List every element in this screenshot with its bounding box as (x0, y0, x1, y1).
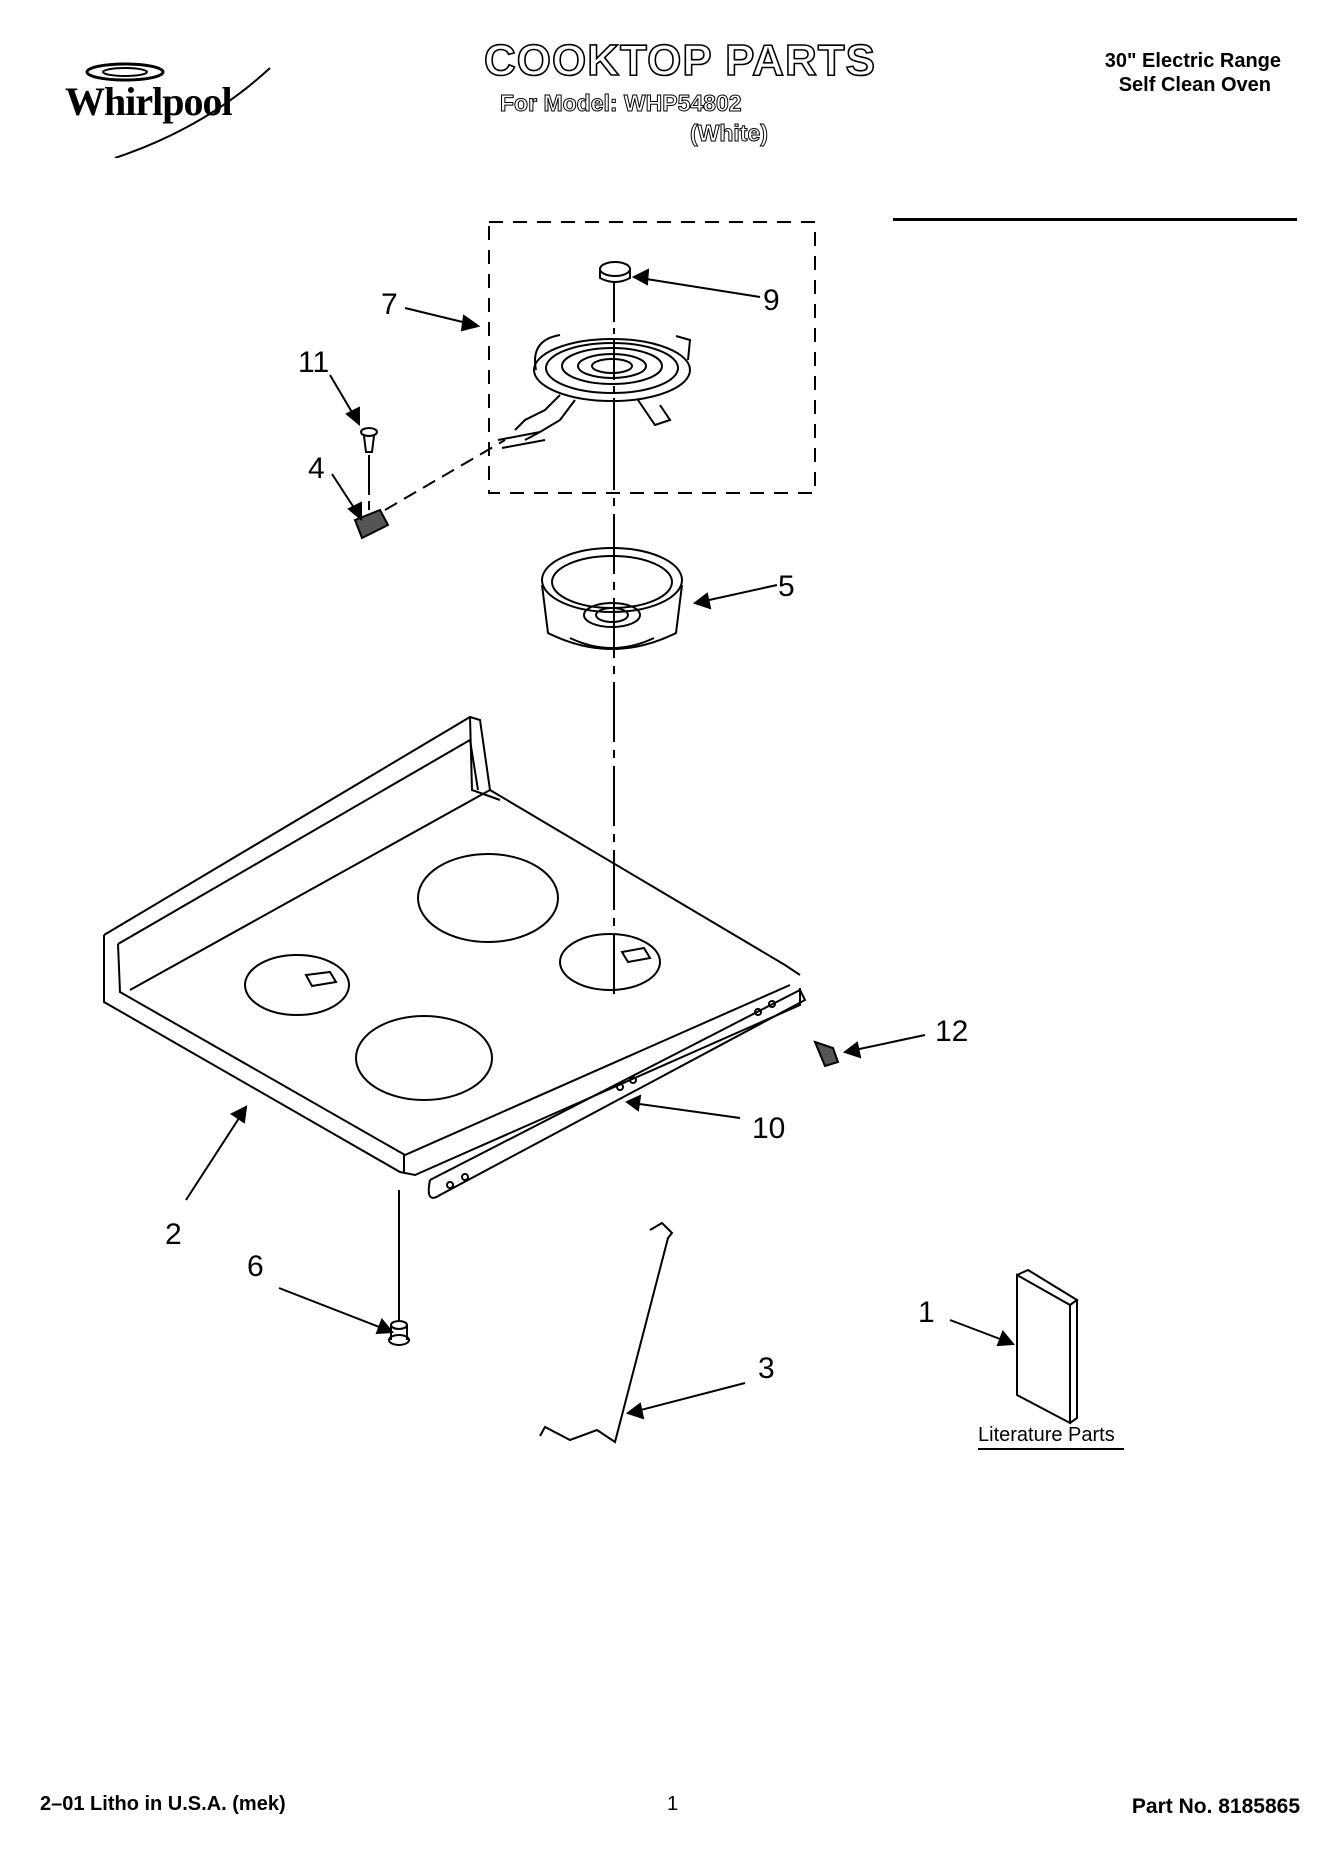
callout-3: 3 (758, 1352, 775, 1385)
callout-2: 2 (165, 1218, 182, 1251)
product-line-2: Self Clean Oven (1118, 74, 1271, 96)
part-9-cap (599, 261, 631, 283)
footer-print-info: 2–01 Litho in U.S.A. (mek) (40, 1793, 286, 1815)
part-10-front-trim (427, 988, 807, 1199)
part-1-literature (1016, 1268, 1079, 1425)
header-rule (893, 218, 1297, 221)
callout-12: 12 (935, 1015, 969, 1048)
part-12-screw (813, 1040, 840, 1068)
page-title: COOKTOP PARTS (483, 35, 876, 86)
literature-parts-label: Literature Parts (978, 1424, 1115, 1446)
part-5-drip-bowl (541, 547, 683, 650)
brand-name: Whirlpool (65, 79, 233, 124)
logo-swirl-icon (85, 62, 271, 159)
callout-11: 11 (298, 346, 330, 379)
part-4-terminal-block (353, 508, 390, 540)
part-3-rod (539, 1221, 674, 1444)
element-assembly-box (488, 221, 816, 494)
callout-4: 4 (308, 452, 325, 485)
whirlpool-logo: Whirlpool (55, 48, 285, 159)
color-line: (White) (690, 120, 769, 147)
part-6-bolt (388, 1320, 410, 1346)
part-2-cooktop (103, 715, 801, 1177)
part-7-surface-element (497, 334, 692, 449)
part-number: Part No. 8185865 (1131, 1795, 1300, 1818)
callout-6: 6 (247, 1250, 264, 1283)
part-11-screw (360, 427, 378, 453)
callout-9: 9 (763, 284, 780, 317)
callout-7: 7 (381, 288, 398, 321)
callout-5: 5 (778, 570, 795, 603)
callout-10: 10 (752, 1112, 786, 1145)
page-number: 1 (667, 1793, 679, 1815)
product-line-1: 30" Electric Range (1104, 50, 1281, 72)
model-line: For Model: WHP54802 (500, 90, 743, 117)
callout-1: 1 (918, 1296, 935, 1329)
